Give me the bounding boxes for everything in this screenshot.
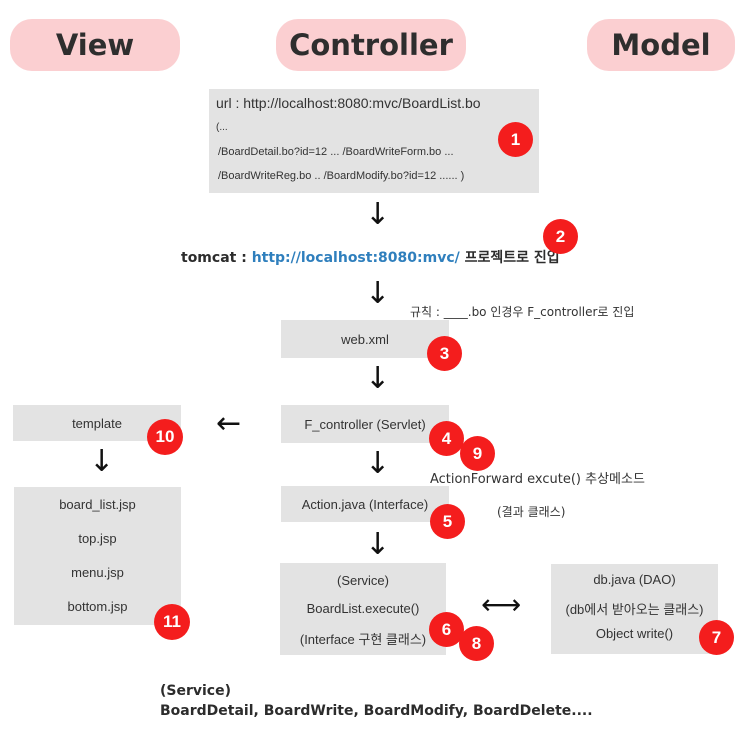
footer-service-label: (Service) xyxy=(160,683,231,699)
web-xml-box: web.xml xyxy=(281,320,449,358)
down-arrow-icon: ↓ xyxy=(365,276,391,311)
url-main: url : http://localhost:8080:mvc/BoardLis… xyxy=(216,95,481,111)
step-badge-4: 4 xyxy=(429,421,464,456)
left-arrow-icon: ← xyxy=(216,406,242,441)
step-badge-1: 1 xyxy=(498,122,533,157)
jsp-file-board-list: board_list.jsp xyxy=(59,497,136,512)
template-label: template xyxy=(72,415,122,431)
controller-header: Controller xyxy=(276,19,466,71)
db-line-3: Object write() xyxy=(595,626,674,641)
step-badge-7: 7 xyxy=(699,620,734,655)
step-badge-3: 3 xyxy=(427,336,462,371)
step-badge-2: 2 xyxy=(543,219,578,254)
model-header: Model xyxy=(587,19,735,71)
step-badge-11: 11 xyxy=(154,604,190,640)
action-java-label: Action.java (Interface) xyxy=(301,496,429,512)
db-line-2: (db에서 받아오는 클래스) xyxy=(565,602,704,617)
action-forward-note: ActionForward excute() 추상메소드 xyxy=(430,472,645,487)
action-java-box: Action.java (Interface) xyxy=(281,486,449,522)
down-arrow-icon: ↓ xyxy=(365,361,391,396)
result-class-note: (결과 클래스) xyxy=(497,505,566,519)
tomcat-prefix: tomcat : xyxy=(181,250,252,266)
step-badge-5: 5 xyxy=(430,504,465,539)
url-box: url : http://localhost:8080:mvc/BoardLis… xyxy=(209,89,539,193)
db-box: db.java (DAO) (db에서 받아오는 클래스) Object wri… xyxy=(551,564,718,654)
jsp-file-top: top.jsp xyxy=(78,531,117,546)
step-badge-6: 6 xyxy=(429,612,464,647)
service-line-2: BoardList.execute() xyxy=(306,601,420,616)
bidirectional-arrow-icon: ⟷ xyxy=(481,588,522,621)
url-line-2: (... xyxy=(216,122,228,133)
jsp-file-menu: menu.jsp xyxy=(71,565,124,580)
tomcat-line: tomcat : http://localhost:8080:mvc/ 프로젝트… xyxy=(181,247,560,267)
f-controller-label: F_controller (Servlet) xyxy=(304,416,426,432)
view-header: View xyxy=(10,19,180,71)
down-arrow-icon: ↓ xyxy=(365,527,391,562)
url-line-3: /BoardDetail.bo?id=12 ... /BoardWriteFor… xyxy=(218,146,454,158)
f-controller-box: F_controller (Servlet) xyxy=(281,405,449,443)
tomcat-suffix: 프로젝트로 진입 xyxy=(459,250,560,266)
step-badge-9: 9 xyxy=(460,436,495,471)
service-line-3: (Interface 구현 클래스) xyxy=(299,632,427,647)
jsp-file-bottom: bottom.jsp xyxy=(67,599,128,614)
tomcat-link: http://localhost:8080:mvc/ xyxy=(251,250,460,266)
url-line-4: /BoardWriteReg.bo .. /BoardModify.bo?id=… xyxy=(218,170,465,182)
step-badge-10: 10 xyxy=(147,419,183,455)
db-line-1: db.java (DAO) xyxy=(593,572,676,587)
rule-note: 규칙 : ____.bo 인경우 F_controller로 진입 xyxy=(410,305,635,319)
down-arrow-icon: ↓ xyxy=(89,444,115,479)
service-line-1: (Service) xyxy=(336,573,389,588)
web-xml-label: web.xml xyxy=(341,331,389,347)
down-arrow-icon: ↓ xyxy=(365,197,391,232)
jsp-files-box: board_list.jsp top.jsp menu.jsp bottom.j… xyxy=(14,487,181,625)
step-badge-8: 8 xyxy=(459,626,494,661)
down-arrow-icon: ↓ xyxy=(365,446,391,481)
service-box: (Service) BoardList.execute() (Interface… xyxy=(280,563,446,655)
footer-service-list: BoardDetail, BoardWrite, BoardModify, Bo… xyxy=(160,703,593,719)
